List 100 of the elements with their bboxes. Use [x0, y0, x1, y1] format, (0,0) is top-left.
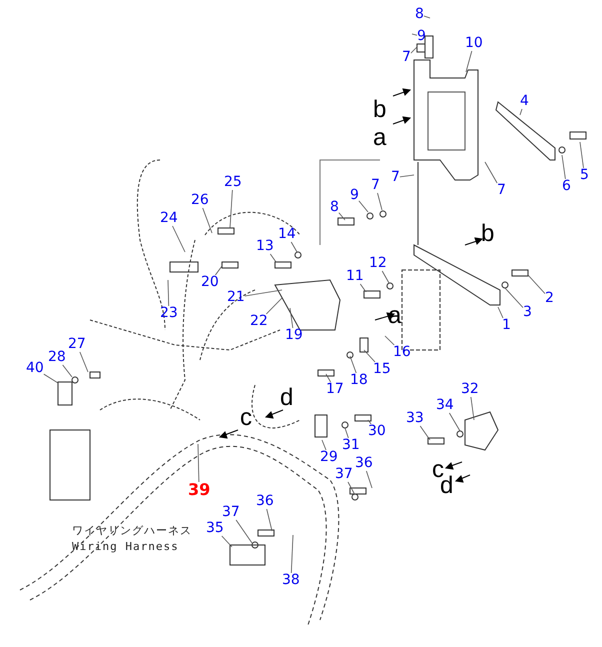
leader-line — [449, 412, 460, 432]
callout-number: 4 — [520, 94, 529, 109]
callout-number: 7 — [497, 183, 506, 198]
reference-letter: b — [481, 222, 494, 246]
leader-line — [344, 428, 349, 438]
callout-number: 29 — [320, 450, 338, 465]
leader-line — [266, 508, 272, 532]
leader-line — [338, 212, 346, 220]
callout-number: 35 — [206, 521, 224, 536]
callout-number: 27 — [68, 337, 86, 352]
part-name: Wiring Harness — [72, 540, 179, 553]
leader-line — [470, 396, 474, 420]
leader-line — [172, 226, 186, 252]
callout-number: 37 — [222, 505, 240, 520]
leader-line — [400, 174, 414, 178]
leader-line — [358, 200, 368, 212]
callout-number: 18 — [350, 373, 368, 388]
leader-line — [322, 440, 326, 450]
leader-line — [410, 46, 418, 54]
leader-line — [236, 520, 252, 544]
leader-line — [350, 356, 357, 374]
callout-number: 21 — [227, 290, 245, 305]
callout-number: 36 — [355, 456, 373, 471]
callout-number: 8 — [330, 200, 339, 215]
callout-number: 7 — [402, 50, 411, 65]
leader-line — [290, 242, 298, 252]
leader-line — [80, 352, 88, 372]
callout-number: 26 — [191, 193, 209, 208]
callout-number: 31 — [342, 438, 360, 453]
callout-number: 5 — [580, 168, 589, 183]
leader-line — [420, 426, 430, 440]
leader-line — [562, 154, 566, 180]
leader-line — [384, 336, 395, 346]
callout-number: 34 — [436, 398, 454, 413]
callout-number: 9 — [417, 29, 426, 44]
callout-number: 13 — [256, 239, 274, 254]
callout-number: 8 — [415, 7, 424, 22]
leader-line — [43, 374, 58, 384]
callout-number: 7 — [391, 170, 400, 185]
leader-line — [270, 254, 276, 262]
leader-line — [266, 298, 282, 314]
leader-line — [368, 420, 372, 424]
callout-number: 11 — [346, 269, 364, 284]
leader-line — [528, 274, 546, 294]
leader-line — [290, 534, 294, 574]
callout-number: 28 — [48, 350, 66, 365]
leader-line — [202, 208, 212, 234]
leader-line — [221, 536, 232, 548]
leader-line — [412, 34, 418, 36]
leader-line — [366, 470, 372, 488]
leader-line — [215, 266, 222, 276]
leader-line — [504, 288, 524, 308]
callout-number: 33 — [406, 411, 424, 426]
leader-line — [326, 374, 331, 382]
reference-letter: c — [432, 458, 444, 482]
leader-line — [198, 444, 200, 482]
leader-line — [377, 192, 382, 210]
callout-number: 22 — [250, 314, 268, 329]
part-name: ワイヤリングハーネス — [72, 524, 192, 537]
callout-number: 38 — [282, 573, 300, 588]
leader-line — [580, 142, 584, 168]
leader-line — [466, 50, 472, 72]
leader-line — [364, 350, 376, 362]
leader-line — [62, 364, 72, 378]
reference-letter: d — [280, 386, 294, 410]
callout-number: 40 — [26, 361, 44, 376]
callout-number: 19 — [285, 328, 303, 343]
reference-letter: a — [373, 126, 386, 150]
callout-number: 36 — [256, 494, 274, 509]
callout-number: 7 — [371, 178, 380, 193]
leader-line — [360, 284, 366, 292]
callout-number: 16 — [393, 345, 411, 360]
leader-line — [498, 306, 504, 318]
callout-number: 24 — [160, 211, 178, 226]
callout-number: 37 — [335, 467, 353, 482]
callout-number: 32 — [461, 382, 479, 397]
callout-number: 17 — [326, 382, 344, 397]
callout-number: 15 — [373, 362, 391, 377]
reference-letter: c — [240, 406, 252, 430]
callout-number: 30 — [368, 424, 386, 439]
callout-number: 14 — [278, 227, 296, 242]
leader-line — [520, 108, 522, 116]
leader-line — [290, 308, 294, 328]
callout-number: 6 — [562, 179, 571, 194]
callout-number: 23 — [160, 306, 178, 321]
callout-number: 12 — [369, 256, 387, 271]
leader-line — [484, 162, 498, 184]
leader-line — [230, 190, 233, 228]
leader-line — [168, 280, 170, 306]
leader-line — [424, 16, 430, 18]
reference-letter: b — [373, 98, 386, 122]
callout-number: 25 — [224, 175, 242, 190]
callout-number: 20 — [201, 275, 219, 290]
callout-number: 3 — [523, 305, 532, 320]
leader-line — [382, 270, 390, 284]
callout-number: 2 — [545, 291, 554, 306]
leader-line — [244, 290, 282, 296]
callout-number: 9 — [350, 188, 359, 203]
callout-number: 39 — [188, 482, 210, 497]
callout-number: 10 — [465, 36, 483, 51]
